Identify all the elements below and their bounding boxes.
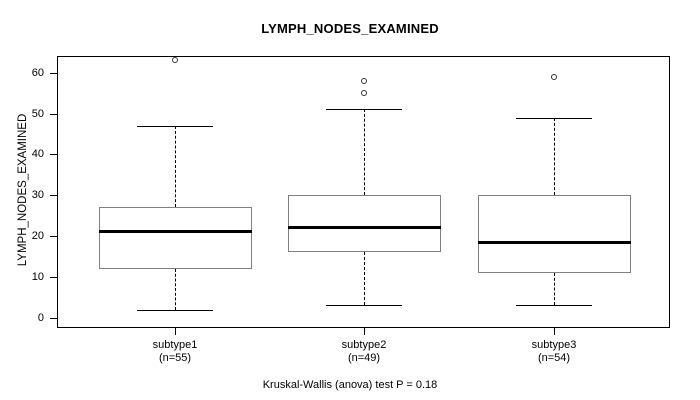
y-tick-mark bbox=[50, 195, 57, 197]
category-name: subtype2 bbox=[341, 339, 387, 351]
y-tick-label: 30 bbox=[31, 189, 44, 202]
y-tick-label: 40 bbox=[31, 148, 44, 161]
outlier-point bbox=[361, 90, 367, 97]
x-tick-mark bbox=[175, 328, 176, 335]
upper-whisker-line bbox=[175, 125, 176, 208]
category-sample-size: (n=55) bbox=[158, 352, 192, 364]
iqr-box bbox=[287, 195, 441, 253]
category-sample-size: (n=49) bbox=[347, 352, 381, 364]
iqr-box bbox=[98, 207, 252, 269]
category-name: subtype1 bbox=[152, 339, 198, 351]
upper-whisker-cap bbox=[136, 125, 214, 127]
y-tick-label: 10 bbox=[31, 270, 44, 283]
y-tick-mark bbox=[50, 236, 57, 238]
y-tick-label: 60 bbox=[31, 66, 44, 79]
upper-whisker-cap bbox=[325, 109, 403, 111]
median-line bbox=[287, 226, 441, 230]
upper-whisker-cap bbox=[515, 117, 593, 119]
y-tick-mark bbox=[50, 154, 57, 156]
lower-whisker-cap bbox=[515, 305, 593, 307]
median-line bbox=[98, 230, 252, 234]
x-tick-mark bbox=[364, 328, 365, 335]
x-tick-mark bbox=[554, 328, 555, 335]
y-tick-mark bbox=[50, 317, 57, 319]
x-tick-label-subtype2: subtype2(n=49) bbox=[284, 339, 444, 365]
upper-whisker-line bbox=[364, 109, 365, 196]
x-tick-label-subtype1: subtype1(n=55) bbox=[95, 339, 255, 365]
outlier-point bbox=[361, 77, 367, 84]
median-line bbox=[477, 240, 631, 244]
y-tick-label: 0 bbox=[37, 311, 44, 324]
lower-whisker-line bbox=[554, 272, 555, 306]
iqr-box bbox=[477, 195, 631, 273]
y-tick-mark bbox=[50, 276, 57, 278]
category-name: subtype3 bbox=[531, 339, 577, 351]
outlier-point bbox=[172, 57, 178, 64]
outlier-point bbox=[551, 73, 557, 80]
chart-title: LYMPH_NODES_EXAMINED bbox=[261, 21, 439, 36]
y-tick-mark bbox=[50, 113, 57, 115]
category-sample-size: (n=54) bbox=[537, 352, 571, 364]
lower-whisker-line bbox=[175, 268, 176, 310]
y-tick-label: 20 bbox=[31, 230, 44, 243]
lower-whisker-cap bbox=[136, 309, 214, 311]
plot-area-frame bbox=[57, 56, 670, 328]
upper-whisker-line bbox=[554, 117, 555, 196]
y-tick-mark bbox=[50, 72, 57, 74]
lower-whisker-line bbox=[364, 252, 365, 306]
lower-whisker-cap bbox=[325, 305, 403, 307]
x-tick-label-subtype3: subtype3(n=54) bbox=[474, 339, 634, 365]
y-tick-label: 50 bbox=[31, 107, 44, 120]
statistical-test-annotation: Kruskal-Wallis (anova) test P = 0.18 bbox=[262, 379, 438, 391]
